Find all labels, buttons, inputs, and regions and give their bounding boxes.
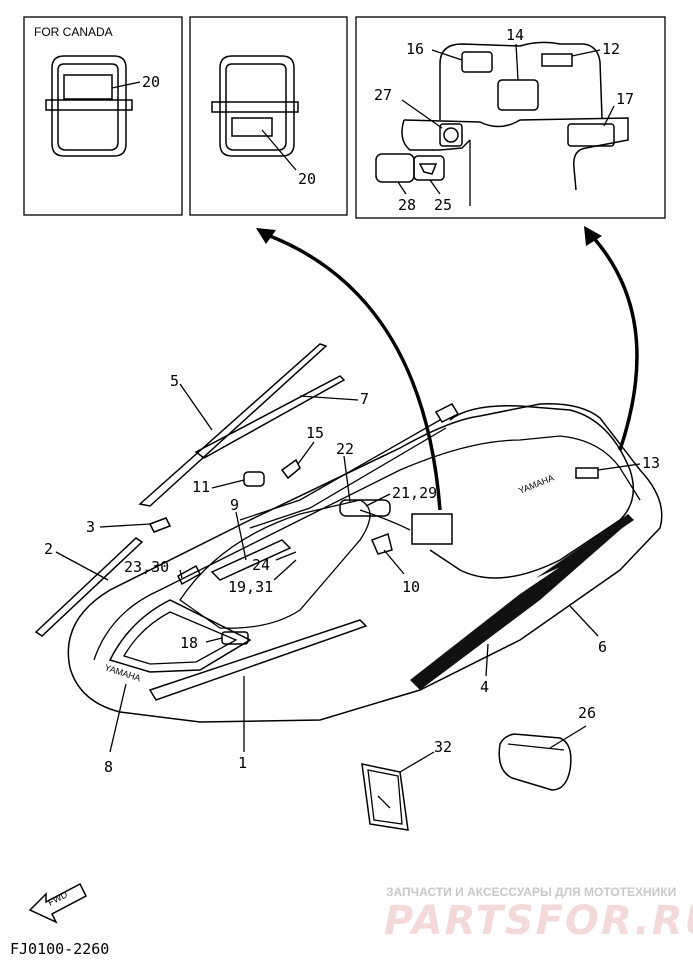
arrow-to-inset3 <box>590 234 639 451</box>
callouts: 5 7 15 22 11 9 3 21,29 13 2 23,30 24 19,… <box>44 372 660 776</box>
fwd-arrow: FWD <box>28 882 87 924</box>
decal-1 <box>148 619 368 701</box>
callout-18: 18 <box>180 634 198 652</box>
handle-outline <box>57 63 119 151</box>
callout-24: 24 <box>252 556 270 574</box>
arrowhead <box>256 228 276 244</box>
callout-11: 11 <box>192 478 210 496</box>
callout-5: 5 <box>170 372 179 390</box>
callout-8: 8 <box>104 758 113 776</box>
canada-label: FOR CANADA <box>34 25 113 39</box>
callout-26: 26 <box>578 704 596 722</box>
decal-14 <box>497 79 539 111</box>
decal-27 <box>439 123 463 147</box>
decal-21-29 <box>411 513 453 545</box>
callout-20-a: 20 <box>142 73 160 91</box>
callout-17: 17 <box>616 90 634 108</box>
callout-28: 28 <box>398 196 416 214</box>
hull-brand-side: YAMAHA <box>517 473 555 496</box>
inset-standard: 20 <box>189 16 348 216</box>
decal-6 <box>536 514 634 578</box>
figure-code: FJ0100-2260 <box>10 940 109 958</box>
decal-17 <box>567 123 615 147</box>
callout-19-31: 19,31 <box>228 578 273 596</box>
decal-25 <box>413 155 445 181</box>
decal-10 <box>371 533 393 555</box>
decal-16 <box>461 51 493 73</box>
seat <box>429 405 635 579</box>
inset-frame <box>189 16 348 216</box>
decal-3 <box>148 517 172 533</box>
part-26 <box>498 733 572 791</box>
watermark-line1: ЗАПЧАСТИ И АКСЕССУАРЫ ДЛЯ МОТОТЕХНИКИ <box>386 885 676 899</box>
callout-4: 4 <box>480 678 489 696</box>
hull-outline <box>67 403 663 723</box>
decal-15 <box>280 458 301 480</box>
decal-22 <box>339 499 391 517</box>
inset-frame <box>355 16 666 219</box>
callout-3: 3 <box>86 518 95 536</box>
decal-20 <box>231 117 273 137</box>
decal-28 <box>375 153 415 183</box>
callout-12: 12 <box>602 40 620 58</box>
callout-14: 14 <box>506 26 524 44</box>
callout-32: 32 <box>434 738 452 756</box>
inset-dash-panel: 16 14 12 27 17 28 25 <box>355 16 666 219</box>
callout-2: 2 <box>44 540 53 558</box>
callout-27: 27 <box>374 86 392 104</box>
callout-1: 1 <box>238 754 247 772</box>
decal-13 <box>575 467 599 479</box>
decal-4 <box>410 520 630 690</box>
decal-18 <box>221 631 249 645</box>
handle-outer <box>51 55 127 157</box>
decal-20-canada <box>63 74 113 100</box>
handle-outer <box>219 55 295 157</box>
decal-7 <box>194 375 346 459</box>
inset-canada: FOR CANADA 20 <box>23 16 183 216</box>
inset-frame <box>23 16 183 216</box>
callout-7: 7 <box>360 390 369 408</box>
callout-13: 13 <box>642 454 660 472</box>
callout-23-30: 23,30 <box>124 558 169 576</box>
watermark-line2: PARTSFOR.RU <box>384 898 693 944</box>
hull-brand-front: YAMAHA <box>103 662 142 683</box>
callout-15: 15 <box>306 424 324 442</box>
decal-12 <box>541 53 573 67</box>
callout-20-b: 20 <box>298 170 316 188</box>
callout-25: 25 <box>434 196 452 214</box>
callout-10: 10 <box>402 578 420 596</box>
handle-bar <box>45 99 133 111</box>
decal-11 <box>243 471 265 487</box>
decal-5 <box>138 343 328 507</box>
handle-bar <box>211 101 299 113</box>
arrow-to-inset2 <box>269 234 442 511</box>
part-32 <box>361 763 409 831</box>
callout-22: 22 <box>336 440 354 458</box>
callout-21-29: 21,29 <box>392 484 437 502</box>
decal-2 <box>34 537 144 637</box>
callout-16: 16 <box>406 40 424 58</box>
decal-23-30 <box>177 564 201 586</box>
arrowhead <box>584 226 602 246</box>
callout-6: 6 <box>598 638 607 656</box>
decal-9 <box>210 539 292 581</box>
callout-9: 9 <box>230 496 239 514</box>
